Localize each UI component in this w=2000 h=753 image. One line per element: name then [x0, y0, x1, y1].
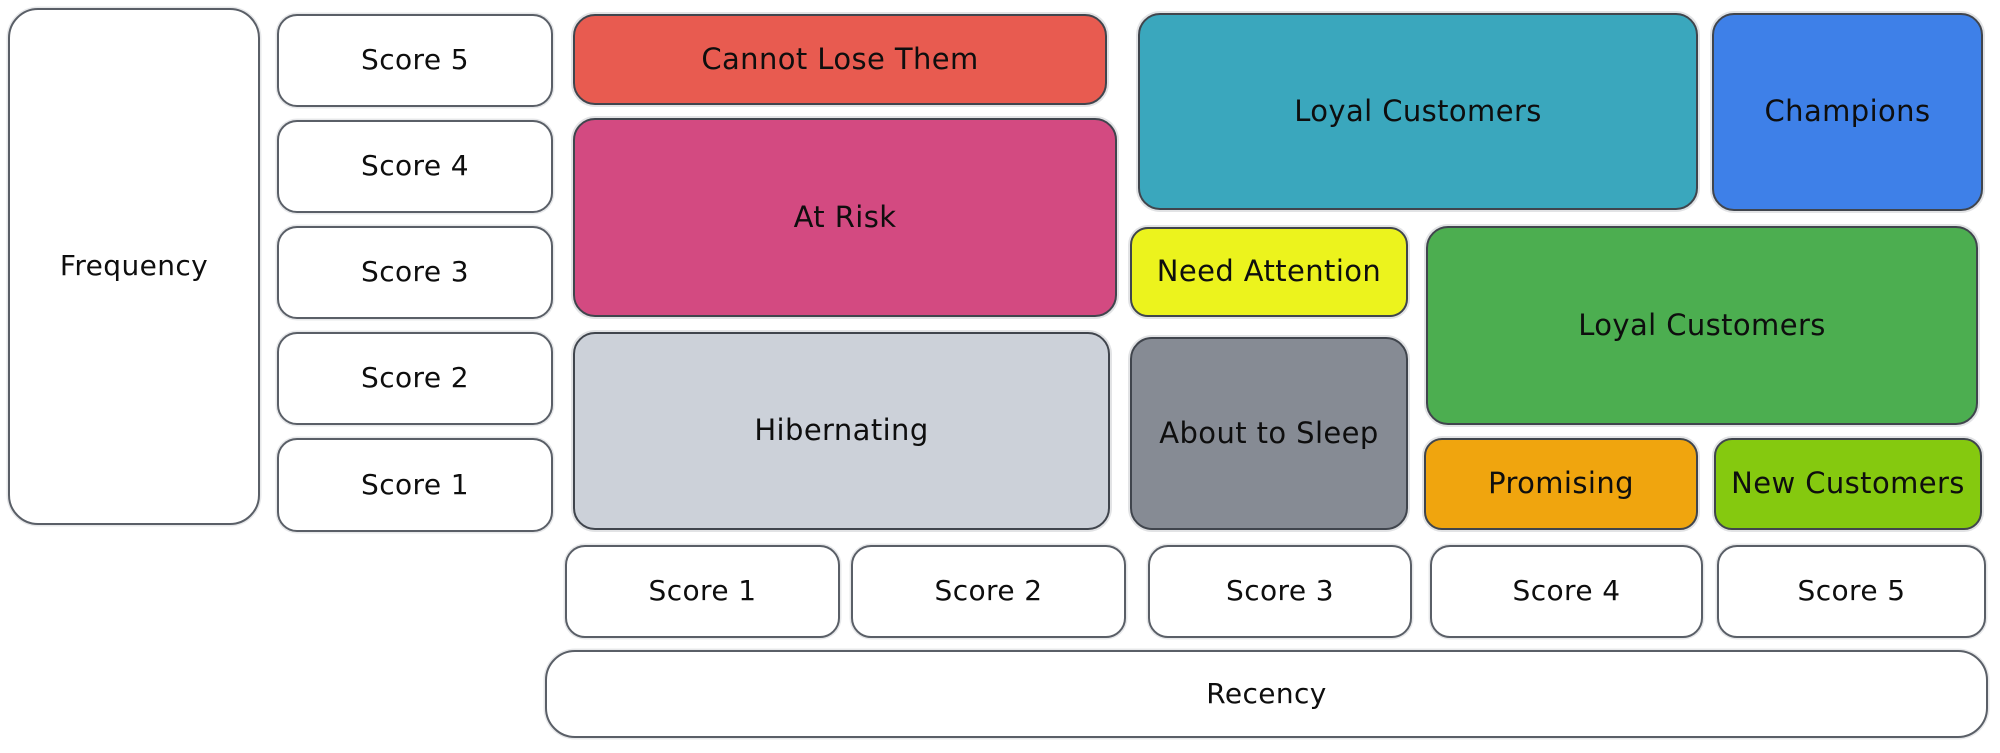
frequency-score-2-box: Score 2 [277, 332, 553, 425]
frequency-score-3-label: Score 3 [361, 255, 469, 289]
frequency-score-2-label: Score 2 [361, 361, 469, 395]
recency-score-2-box: Score 2 [851, 545, 1126, 638]
frequency-score-5-box: Score 5 [277, 14, 553, 107]
segment-need-attention-label: Need Attention [1156, 254, 1382, 289]
recency-score-4-box: Score 4 [1430, 545, 1703, 638]
segment-hibernating: Hibernating [573, 332, 1110, 530]
recency-axis-box: Recency [545, 650, 1988, 738]
segment-loyal-customers-green-label: Loyal Customers [1578, 307, 1826, 342]
segment-at-risk: At Risk [573, 118, 1117, 317]
frequency-score-4-box: Score 4 [277, 120, 553, 213]
segment-hibernating-label: Hibernating [754, 413, 929, 448]
segment-champions-label: Champions [1764, 94, 1931, 129]
segment-champions: Champions [1712, 13, 1983, 211]
segment-about-to-sleep: About to Sleep [1130, 337, 1408, 530]
recency-score-2-label: Score 2 [934, 574, 1043, 608]
frequency-axis-label: Frequency [59, 249, 209, 283]
recency-score-5-box: Score 5 [1717, 545, 1986, 638]
segment-new-customers: New Customers [1714, 438, 1982, 530]
segment-loyal-customers-green: Loyal Customers [1426, 226, 1978, 425]
frequency-score-3-box: Score 3 [277, 226, 553, 319]
frequency-score-1-label: Score 1 [361, 467, 469, 501]
frequency-score-1-box: Score 1 [277, 438, 553, 532]
segment-new-customers-label: New Customers [1731, 466, 1965, 501]
recency-score-1-label: Score 1 [648, 574, 757, 608]
segment-need-attention: Need Attention [1130, 227, 1408, 317]
segment-about-to-sleep-label: About to Sleep [1159, 415, 1379, 450]
segment-cannot-lose-them: Cannot Lose Them [573, 14, 1107, 105]
recency-score-4-label: Score 4 [1512, 574, 1621, 608]
frequency-score-5-label: Score 5 [361, 43, 469, 77]
segment-promising: Promising [1424, 438, 1698, 530]
segment-loyal-customers-teal: Loyal Customers [1138, 13, 1698, 210]
recency-axis-label: Recency [1206, 676, 1327, 710]
segment-at-risk-label: At Risk [793, 199, 897, 234]
segment-loyal-customers-teal-label: Loyal Customers [1294, 93, 1542, 128]
frequency-score-4-label: Score 4 [361, 149, 469, 183]
frequency-axis-box: Frequency [8, 8, 260, 525]
segment-cannot-lose-them-label: Cannot Lose Them [701, 41, 979, 76]
segment-promising-label: Promising [1488, 466, 1634, 501]
recency-score-5-label: Score 5 [1797, 574, 1906, 608]
recency-score-1-box: Score 1 [565, 545, 840, 638]
recency-score-3-label: Score 3 [1226, 574, 1334, 608]
recency-score-3-box: Score 3 [1148, 545, 1412, 638]
